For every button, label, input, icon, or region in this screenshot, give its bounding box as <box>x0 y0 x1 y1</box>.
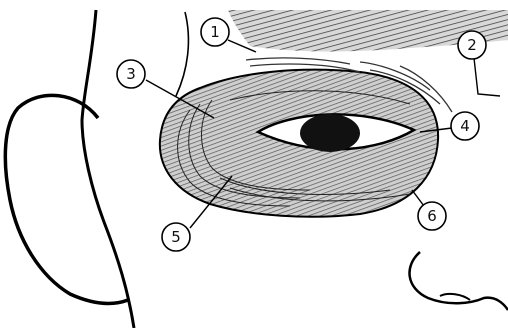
callout-5: 5 <box>162 223 190 251</box>
nose-outline <box>410 252 508 310</box>
callout-label: 1 <box>210 23 220 41</box>
callout-label: 3 <box>126 65 136 83</box>
face-outline <box>82 10 134 328</box>
callout-1: 1 <box>201 18 229 46</box>
ear-outline <box>5 95 128 303</box>
temple-line <box>176 12 188 96</box>
callout-label: 2 <box>467 36 477 54</box>
callout-2: 2 <box>458 31 486 59</box>
callout-4: 4 <box>451 112 479 140</box>
callout-3: 3 <box>117 60 145 88</box>
nostril <box>440 294 470 300</box>
callout-label: 4 <box>460 117 470 135</box>
callout-6: 6 <box>418 202 446 230</box>
callout-label: 5 <box>171 228 181 246</box>
callout-label: 6 <box>427 207 437 225</box>
iris <box>300 114 360 152</box>
